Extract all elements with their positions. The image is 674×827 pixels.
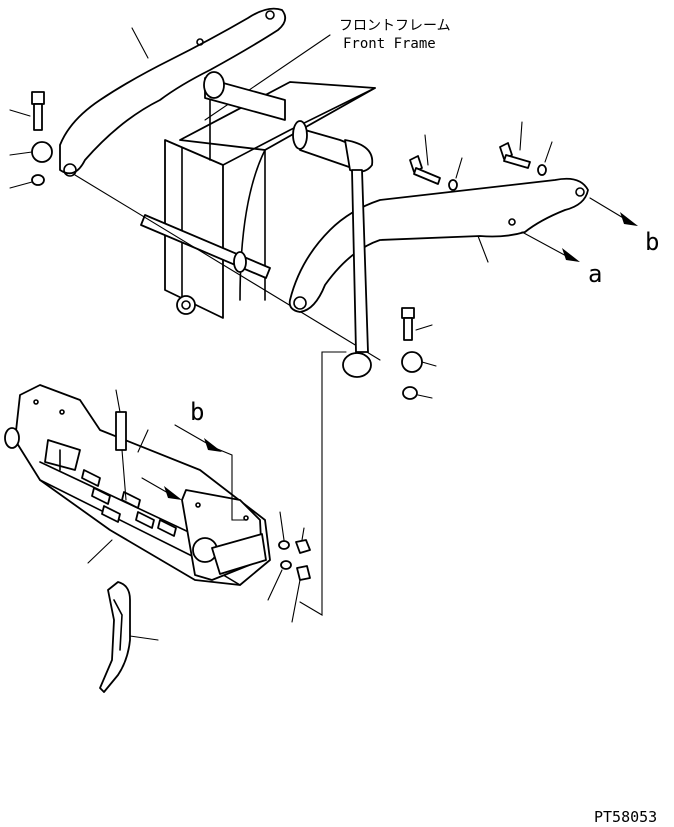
cross-tube (203, 71, 286, 161)
right-arm-leader (477, 235, 489, 263)
ref-letter-b-lower: b (190, 398, 204, 426)
washer-top-right (537, 141, 553, 176)
bushing-right (401, 351, 437, 373)
ref-letter-a-upper: a (588, 260, 602, 288)
blade (99, 581, 131, 693)
front-frame-en-label: Front Frame (343, 36, 436, 52)
blade-leader (129, 635, 159, 641)
pin-centerline (74, 174, 381, 361)
washer-lower-2 (267, 560, 292, 601)
nut-upper-left (9, 174, 45, 189)
ref-letter-b-upper: b (645, 228, 659, 256)
pivot-pin (140, 214, 271, 279)
front-frame (164, 81, 376, 319)
drawing-number: PT58053 (594, 808, 657, 826)
bolt-top-center (409, 134, 441, 185)
bolt-right-middle (401, 307, 433, 341)
right-link-arm (288, 177, 589, 313)
arrow-b-upper (589, 197, 638, 226)
washer-top-center (448, 157, 463, 191)
bushing-upper-left (9, 141, 53, 163)
nut-right (402, 386, 433, 400)
front-frame-jp-label: フロントフレーム (339, 18, 451, 34)
rod-connection-line (299, 351, 347, 616)
pin-leader (137, 429, 149, 453)
arrow-b-lower (174, 424, 247, 521)
front-frame-leader (204, 34, 331, 121)
bolt-upper-left (9, 91, 45, 131)
bolt-top-right (499, 121, 531, 169)
left-arm-leader (131, 27, 149, 59)
lower-bracket (4, 384, 271, 586)
washer-lower-1 (278, 511, 290, 550)
lower-bracket-leader (87, 539, 113, 564)
link-rod (292, 120, 374, 378)
nut-lower-1 (295, 527, 311, 554)
lower-pin (115, 389, 127, 501)
nut-lower-2 (291, 565, 311, 623)
arrow-a-lower (141, 477, 182, 500)
left-link-arm (59, 7, 287, 177)
arrow-a-upper (521, 231, 580, 262)
